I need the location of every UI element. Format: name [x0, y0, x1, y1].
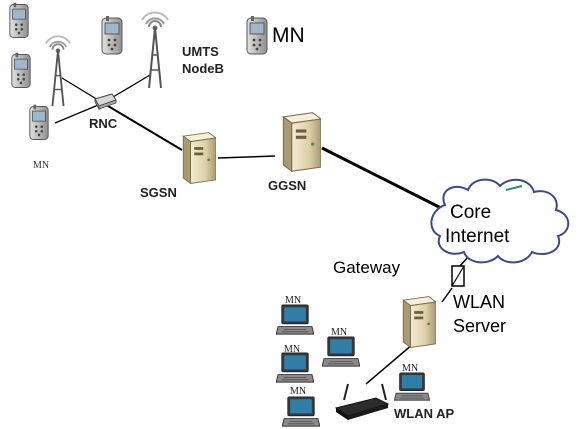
link-lines — [54, 74, 471, 385]
label-laptop-mn: MN — [331, 327, 347, 338]
label-ggsn: GGSN — [268, 178, 306, 193]
phone-icon — [29, 104, 49, 140]
sgsn-server-icon — [182, 132, 216, 184]
phone-icon — [9, 2, 29, 38]
core-internet-cloud — [430, 178, 570, 264]
laptop-icon — [276, 352, 314, 383]
phone-icon — [101, 16, 123, 55]
label-umts: UMTS — [182, 44, 219, 59]
label-gateway: Gateway — [333, 258, 401, 277]
umts-tower-icon — [141, 11, 169, 89]
label-nodeb: NodeB — [182, 61, 224, 76]
rnc-router-icon — [94, 93, 117, 111]
phone-icon — [11, 52, 31, 88]
label-laptop-mn: MN — [284, 344, 300, 355]
label-server: Server — [453, 316, 506, 336]
laptop-icon — [394, 372, 430, 401]
laptop-icon — [276, 304, 314, 335]
phone-icon — [246, 16, 268, 55]
label-mn-top: MN — [272, 24, 305, 47]
label-rnc: RNC — [89, 116, 118, 131]
label-laptop-mn: MN — [290, 386, 306, 397]
label-laptop-mn: MN — [402, 363, 418, 374]
ggsn-server-icon — [282, 112, 321, 172]
label-internet: Internet — [445, 226, 510, 247]
label-wlan-ap: WLAN AP — [394, 406, 455, 421]
gateway-icon — [451, 265, 465, 287]
label-laptop-mn: MN — [285, 295, 301, 306]
label-mn-small: MN — [33, 160, 49, 171]
laptop-icon — [282, 396, 320, 427]
label-wlan: WLAN — [453, 292, 505, 312]
label-core: Core — [450, 202, 491, 223]
wlan-ap-icon — [334, 383, 390, 420]
wlan-server-icon — [402, 296, 436, 348]
laptop-icon — [322, 336, 360, 367]
label-sgsn: SGSN — [140, 185, 177, 200]
umts-tower-icon — [45, 35, 71, 108]
